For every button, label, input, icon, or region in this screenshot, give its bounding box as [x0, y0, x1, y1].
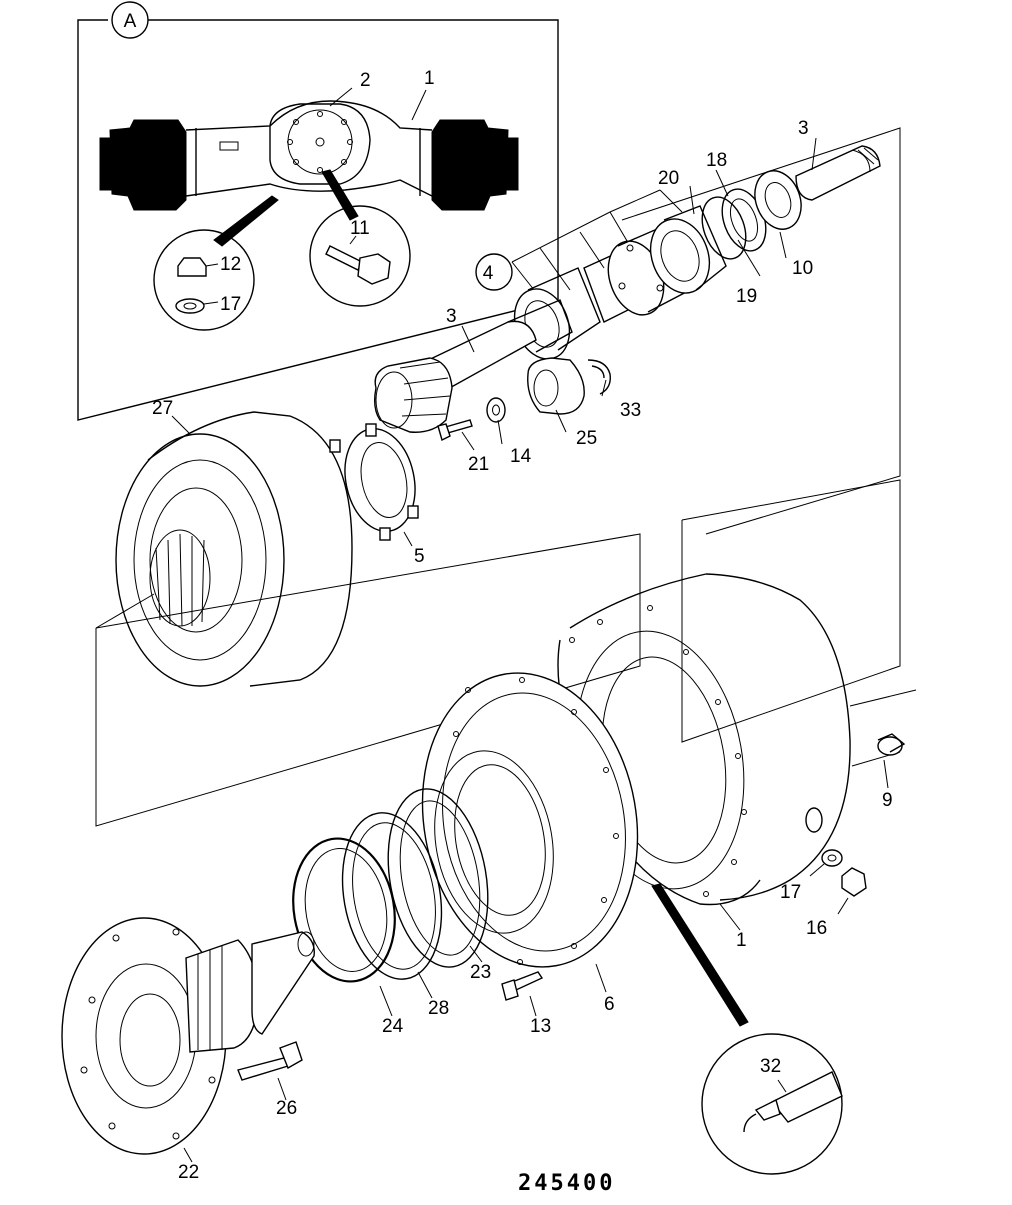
label-16: 16 — [806, 918, 827, 939]
detail-drain-plug — [153, 229, 255, 331]
drain-plug-and-washer — [821, 849, 867, 897]
wheel-stud — [237, 1041, 303, 1081]
label-21: 21 — [468, 454, 489, 475]
inset-panel-a: A — [77, 1, 559, 421]
label-13: 13 — [530, 1016, 551, 1037]
label-11: 11 — [350, 218, 370, 239]
label-22: 22 — [178, 1162, 199, 1183]
label-25: 25 — [576, 428, 597, 449]
label-28: 28 — [428, 998, 449, 1019]
label-5: 5 — [414, 546, 425, 567]
filler-plug — [877, 733, 906, 756]
label-20: 20 — [658, 168, 679, 189]
label-3-mid: 3 — [446, 306, 457, 327]
label-19: 19 — [736, 286, 757, 307]
label-3-top: 3 — [798, 118, 809, 139]
group-4-number: 4 — [483, 263, 494, 284]
brake-drum — [95, 411, 353, 687]
output-flange — [61, 917, 315, 1155]
hub-carrier — [421, 672, 749, 1027]
label-23: 23 — [470, 962, 491, 983]
axle-assembly-overview — [99, 87, 519, 247]
label-10: 10 — [792, 258, 813, 279]
label-17: 17 — [780, 882, 801, 903]
part-labels: 2 1 11 12 17 3 18 20 4 10 19 3 33 25 14 … — [152, 68, 893, 1183]
label-14: 14 — [510, 446, 532, 467]
label-27: 27 — [152, 398, 173, 419]
label-2: 2 — [360, 70, 371, 91]
label-9: 9 — [882, 790, 893, 811]
shaft-bearing-group — [373, 127, 901, 535]
label-18: 18 — [706, 150, 727, 171]
drawing-number: 245400 — [518, 1171, 615, 1196]
label-12: 12 — [220, 254, 241, 275]
seal-set — [292, 788, 489, 983]
retaining-bolt — [501, 971, 544, 1001]
label-32: 32 — [760, 1056, 781, 1077]
label-26: 26 — [276, 1098, 297, 1119]
label-24: 24 — [382, 1016, 404, 1037]
leader-lines — [171, 137, 889, 1163]
label-6: 6 — [604, 994, 615, 1015]
inset-a-letter: A — [124, 11, 137, 32]
label-17-inset: 17 — [220, 294, 241, 315]
label-33: 33 — [620, 400, 641, 421]
label-1-housing: 1 — [736, 930, 747, 951]
detail-sealant-tube — [701, 1033, 843, 1175]
label-1-inset: 1 — [424, 68, 435, 89]
inset-a-marker: A — [111, 1, 149, 39]
locknut — [329, 423, 419, 541]
detail-cover-bolt — [309, 205, 411, 307]
